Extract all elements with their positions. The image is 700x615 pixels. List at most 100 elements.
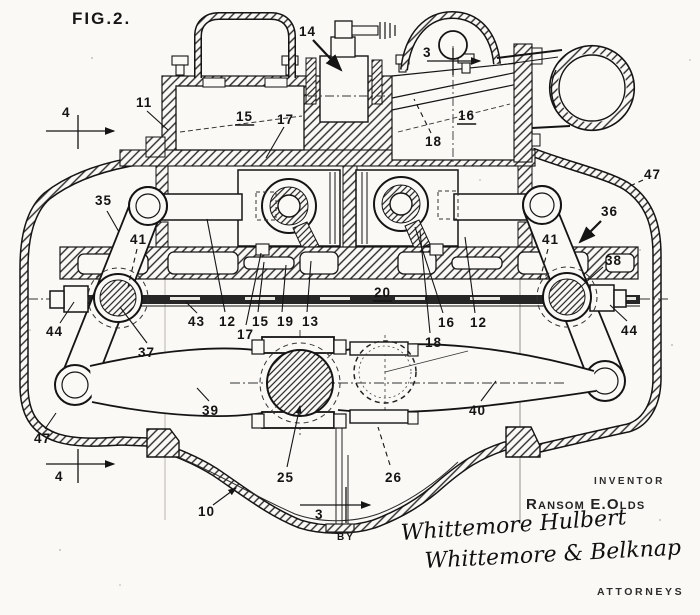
cylinder-block-walls (155, 165, 533, 249)
mount-foot-left (146, 428, 180, 458)
connecting-rod-39 (90, 348, 268, 417)
leader-line-12 (464, 236, 476, 314)
left-wrist-pin (255, 178, 320, 253)
mount-foot-right (505, 426, 541, 458)
inventor-name: Ransom E.Olds (526, 496, 646, 513)
section-label-3: 3 (423, 45, 432, 60)
ref-label-16: 16 (438, 315, 455, 330)
intake-chamber-16 (391, 62, 519, 161)
leader-line-40 (480, 380, 497, 402)
leader-line-17 (265, 126, 285, 159)
leader-line-47 (627, 179, 644, 188)
port-deck (59, 243, 639, 280)
ref-label-26: 26 (385, 470, 402, 485)
figure-title: FIG.2. (72, 9, 132, 28)
intake-manifold (496, 44, 636, 132)
ref-label-38: 38 (605, 253, 622, 268)
crank-journal-26-hidden (353, 340, 417, 404)
head-stud-right (371, 59, 383, 105)
leader-line-39 (196, 387, 210, 402)
leader-line-41 (538, 248, 549, 284)
pivot-bolt-right (613, 289, 627, 308)
leader-line-10 (212, 487, 237, 506)
center-wall (342, 165, 358, 249)
bearing-caps (251, 336, 419, 429)
leader-line-26 (377, 426, 391, 466)
ref-label-37: 37 (138, 345, 155, 360)
leader-line-18 (419, 230, 431, 334)
threaded-tip (379, 22, 396, 39)
leader-line-36 (578, 220, 602, 244)
leader-line-25 (286, 404, 302, 468)
ref-label-17: 17 (237, 327, 254, 342)
ref-label-36: 36 (601, 204, 618, 219)
leader-line-44 (609, 304, 628, 322)
ref-label-15: 15 (236, 109, 253, 124)
leader-line-41 (127, 248, 138, 288)
leader-line-19 (281, 264, 287, 313)
head-stud-left (305, 57, 317, 105)
ref-label-14: 14 (299, 24, 316, 39)
ref-label-25: 25 (277, 470, 294, 485)
leader-line-38 (575, 266, 604, 292)
ref-label-12: 12 (470, 315, 487, 330)
leader-line-37 (119, 306, 148, 344)
ref-label-47: 47 (34, 431, 51, 446)
ref-label-41: 41 (130, 232, 147, 247)
leader-line-18 (413, 98, 432, 134)
valve-chamber-15 (175, 85, 305, 151)
leader-line-16 (414, 226, 444, 314)
valve-cover (194, 12, 296, 88)
ref-label-44: 44 (46, 324, 63, 339)
ref-label-15: 15 (252, 314, 269, 329)
head-left-flange (145, 136, 166, 158)
oil-pan-inner-line (149, 446, 459, 522)
crankshaft-assembly (89, 330, 597, 438)
attorneys-caption: ATTORNEYS (597, 586, 685, 598)
ref-label-16: 16 (458, 108, 475, 123)
leader-line-13 (306, 260, 312, 313)
leader-line-11 (146, 110, 169, 131)
section-label-4: 4 (62, 105, 71, 120)
by-label: BY (337, 532, 355, 543)
cylinder-head (119, 43, 543, 167)
ref-label-11: 11 (136, 95, 152, 110)
section-label-3: 3 (315, 507, 324, 522)
ref-label-18: 18 (425, 134, 442, 149)
ref-label-18: 18 (425, 335, 442, 350)
inventor-caption: INVENTOR (594, 476, 665, 487)
ref-label-47: 47 (644, 167, 661, 182)
leader-line-47 (44, 412, 57, 430)
paper-speckles (29, 57, 691, 586)
section-label-4: 4 (55, 469, 64, 484)
ref-label-19: 19 (277, 314, 294, 329)
leader-line-43 (185, 301, 198, 314)
ref-label-43: 43 (188, 314, 205, 329)
leader-line-15 (257, 261, 265, 313)
head-right-pillar (513, 43, 533, 163)
fuel-stem (351, 25, 379, 36)
connecting-rod-40 (336, 344, 596, 413)
ref-label-17: 17 (277, 112, 294, 127)
ref-label-39: 39 (202, 403, 219, 418)
ref-label-41: 41 (542, 232, 559, 247)
leader-line-12 (206, 218, 226, 313)
ref-label-12: 12 (219, 314, 236, 329)
leader-line-35 (106, 210, 120, 233)
ref-label-35: 35 (95, 193, 112, 208)
leader-line-44 (59, 301, 75, 324)
ref-label-44: 44 (621, 323, 638, 338)
crank-journal-25 (266, 349, 334, 417)
ref-label-40: 40 (469, 403, 486, 418)
oil-pickup-tube (325, 420, 355, 533)
ref-label-13: 13 (302, 314, 319, 329)
leader-line-17 (245, 252, 262, 326)
leader-line-14 (312, 39, 343, 72)
ref-label-20: 20 (374, 285, 391, 300)
ref-label-10: 10 (198, 504, 215, 519)
pivot-bolt-left (49, 290, 65, 309)
